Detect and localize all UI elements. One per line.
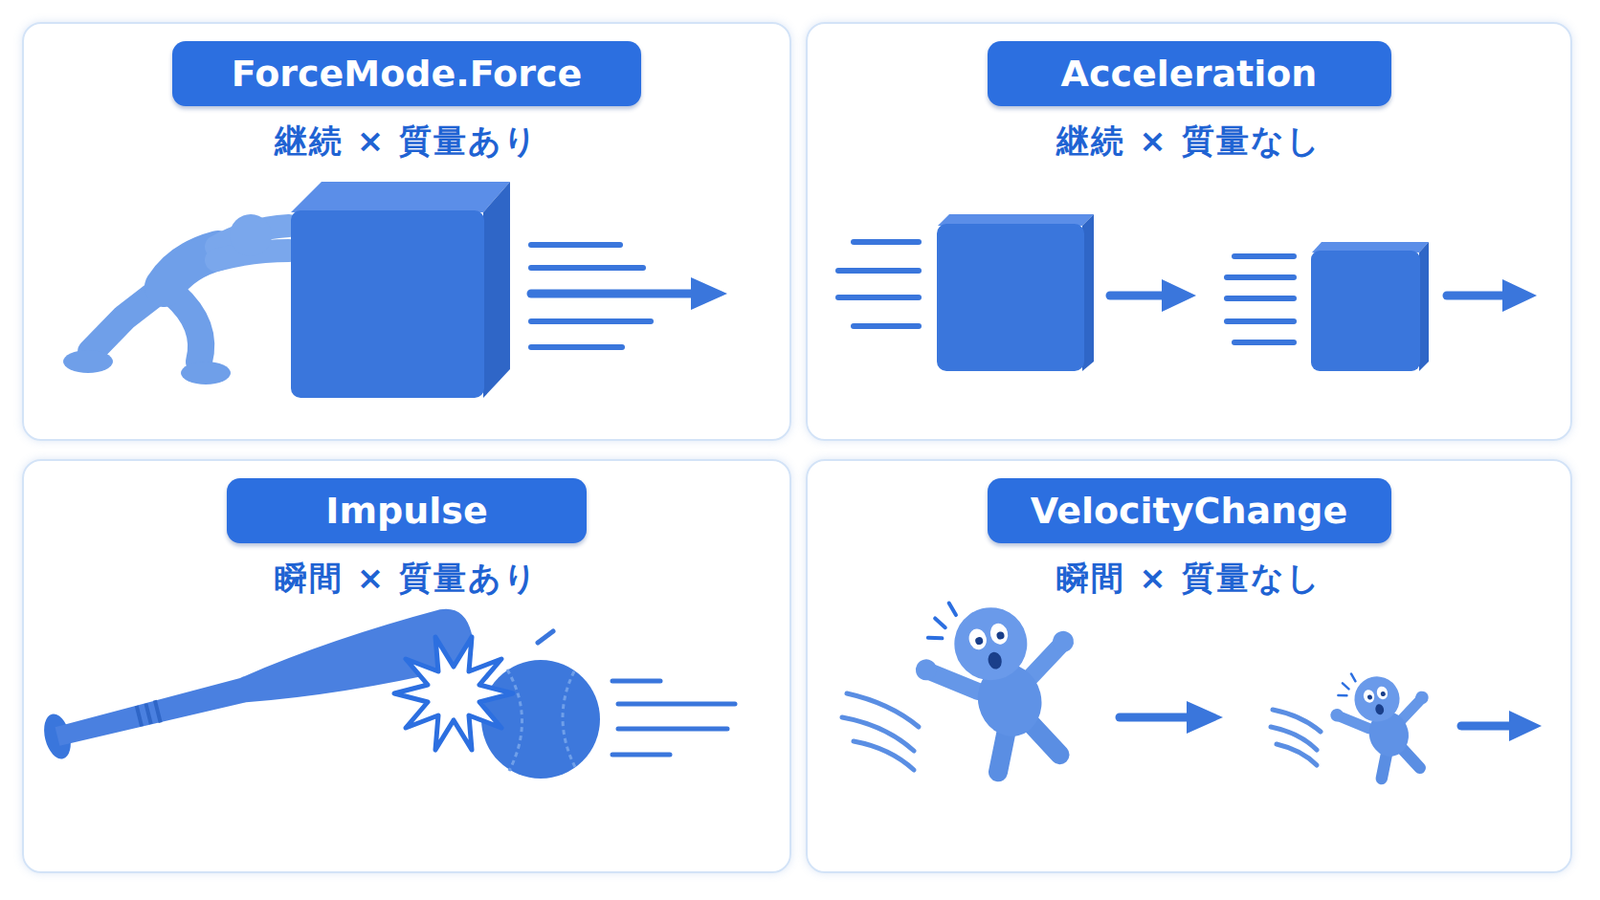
mode-title: Acceleration (1061, 51, 1318, 96)
mode-title: ForceMode.Force (231, 51, 582, 96)
mode-title-pill: ForceMode.Force (172, 41, 642, 107)
mode-title: Impulse (325, 488, 488, 534)
arrow (1119, 717, 1517, 727)
arrow-head (1502, 279, 1537, 312)
mode-subtitle: 継続 × 質量あり (23, 119, 790, 162)
panel-card: 継続 × 質量あり ForceMode.Force (22, 22, 792, 442)
motion-lines (842, 693, 1321, 771)
panel-card: 瞬間 × 質量あり Impulse (22, 459, 792, 874)
mode-subtitle: 瞬間 × 質量あり (23, 556, 790, 600)
panel-card: 瞬間 × 質量なし VelocityChange (805, 459, 1573, 874)
ball (481, 660, 600, 779)
surprised-figure (901, 576, 1101, 786)
impact-burst (394, 637, 513, 751)
mode-title-pill: VelocityChange (987, 478, 1392, 544)
arrow-head (1161, 279, 1197, 312)
mode-subtitle: 瞬間 × 質量なし (807, 556, 1571, 600)
mode-title-pill: Impulse (226, 478, 587, 544)
arrow-head (1509, 711, 1542, 742)
panel-card: 継続 × 質量なし Acceleration (805, 22, 1573, 442)
cube (1311, 242, 1429, 372)
surprised-figure (1321, 657, 1445, 788)
pushing-figure (63, 214, 289, 385)
cube (290, 181, 511, 399)
speed-lines (531, 244, 699, 348)
mode-subtitle: 継続 × 質量なし (807, 119, 1571, 162)
arrow-head (690, 277, 728, 311)
speed-lines (537, 631, 735, 756)
cube (936, 214, 1094, 372)
arrow-head (1186, 701, 1223, 734)
mode-title: VelocityChange (1030, 488, 1348, 534)
mode-title-pill: Acceleration (987, 41, 1392, 107)
